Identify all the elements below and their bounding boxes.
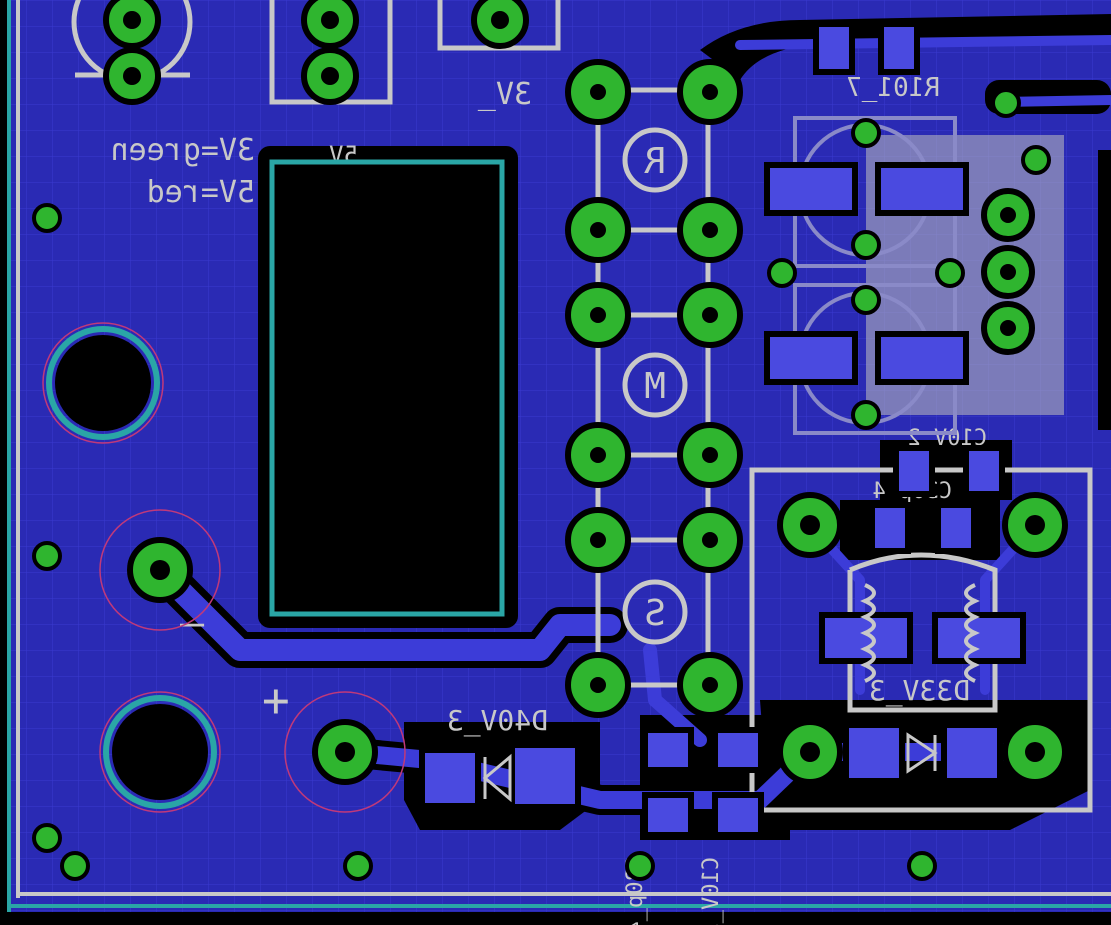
vias[interactable] (32, 88, 1051, 881)
plus-marker: + (262, 673, 290, 727)
module-outline[interactable] (269, 159, 505, 617)
note-5v-red: 5V=red (147, 175, 255, 210)
smd-pads[interactable] (419, 21, 1026, 838)
cap-c10v-bottom-label: C10V_2 (699, 857, 724, 925)
btn-m-label: M (644, 366, 666, 407)
btn-r-label: R (644, 141, 666, 182)
minus-marker: – (180, 600, 205, 646)
silkscreen-notes: 3V=green 5V=red 3V_ 5V R101_7 D40V_3 D33… (111, 73, 988, 925)
label-3v: 3V_ (477, 77, 532, 112)
inductor-coils (860, 583, 980, 683)
diode2-ref-label: D33V_3 (869, 674, 970, 708)
button-labels: R M S (644, 141, 666, 634)
mounting-holes[interactable] (42, 322, 406, 813)
diode-symbols (482, 732, 938, 803)
diode1-ref-label: D40V_3 (447, 704, 548, 738)
through-hole-pads[interactable] (103, 0, 1068, 785)
note-3v-green: 3V=green (111, 133, 256, 168)
btn-s-label: S (644, 593, 666, 634)
resistor-ref-label: R101_7 (846, 73, 940, 103)
